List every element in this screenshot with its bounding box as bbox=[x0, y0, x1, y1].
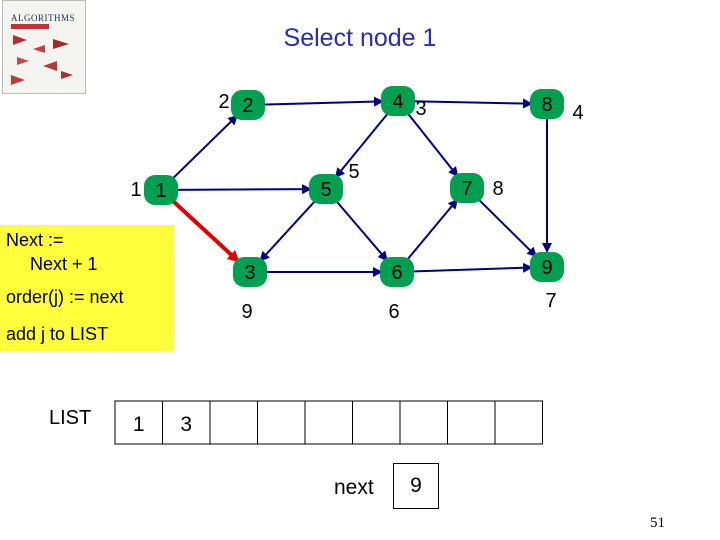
cover-flag-shape bbox=[33, 45, 45, 53]
callout-line-add-to-list: add j to LIST bbox=[6, 324, 109, 344]
edges-layer bbox=[169, 96, 552, 277]
node-1-outside-label: 1 bbox=[130, 179, 141, 201]
node-8-id: 8 bbox=[541, 94, 552, 116]
node-3-id: 3 bbox=[244, 262, 255, 284]
node-4-outside-label: 3 bbox=[415, 98, 426, 120]
cover-flag-shape bbox=[17, 57, 29, 65]
cover-flag-shape bbox=[11, 75, 25, 85]
node-4-id: 4 bbox=[392, 91, 403, 113]
node-9 bbox=[530, 252, 564, 282]
edge-4-8 bbox=[411, 98, 534, 109]
list-cell bbox=[352, 400, 401, 445]
edge-4-5 bbox=[334, 111, 390, 179]
cover-flag-shape bbox=[43, 61, 57, 71]
edge-1-3-highlighted bbox=[169, 198, 240, 263]
node-5-id: 5 bbox=[320, 179, 331, 201]
book-cover-band bbox=[11, 24, 49, 29]
edge-1-2 bbox=[170, 114, 238, 181]
book-cover-title: ALGORITHMS bbox=[11, 13, 76, 23]
edge-2-4 bbox=[261, 96, 385, 107]
list-cell bbox=[162, 400, 211, 445]
node-9-outside-label: 7 bbox=[545, 290, 556, 312]
edge-5-6 bbox=[334, 198, 388, 262]
callout-line-next-increment: Next + 1 bbox=[30, 254, 98, 274]
node-6-outside-label: 6 bbox=[388, 301, 399, 323]
node-2-id: 2 bbox=[242, 95, 253, 117]
node-5 bbox=[309, 174, 343, 204]
next-value-box bbox=[393, 463, 439, 509]
list-cell bbox=[494, 400, 543, 445]
node-6 bbox=[380, 257, 414, 287]
list-label: LIST bbox=[49, 407, 92, 429]
list-cell-value: 3 bbox=[180, 413, 192, 436]
page-number: 51 bbox=[650, 515, 665, 531]
list-cell bbox=[304, 400, 353, 445]
edge-4-7 bbox=[405, 111, 459, 178]
node-4 bbox=[381, 86, 415, 116]
node-1-id: 1 bbox=[155, 180, 166, 202]
edge-7-9 bbox=[476, 197, 538, 258]
list-cell bbox=[447, 400, 496, 445]
node-7 bbox=[450, 173, 484, 203]
cover-flag-shape bbox=[53, 39, 69, 49]
next-label: next bbox=[334, 476, 374, 499]
list-cell-value: 1 bbox=[133, 413, 145, 436]
edge-6-7 bbox=[405, 198, 459, 262]
list-cell bbox=[209, 400, 258, 445]
next-value: 9 bbox=[410, 474, 422, 497]
node-2 bbox=[231, 90, 265, 120]
book-cover-image: ALGORITHMS bbox=[2, 0, 86, 94]
node-7-id: 7 bbox=[461, 178, 472, 200]
node-3-outside-label: 9 bbox=[241, 301, 252, 323]
cover-flag-shape bbox=[13, 35, 27, 45]
node-8-outside-label: 4 bbox=[572, 102, 583, 124]
callout-line-next-assign: Next := bbox=[6, 230, 64, 250]
edge-5-3 bbox=[259, 198, 318, 262]
node-8 bbox=[530, 89, 564, 119]
cover-flag-shape bbox=[61, 71, 73, 79]
node-6-id: 6 bbox=[391, 262, 402, 284]
node-7-outside-label: 8 bbox=[492, 178, 503, 200]
node-2-outside-label: 2 bbox=[218, 91, 229, 113]
edge-6-9 bbox=[410, 262, 534, 273]
node-3 bbox=[233, 257, 267, 287]
list-cell bbox=[399, 400, 448, 445]
slide-title: Select node 1 bbox=[283, 24, 437, 52]
algorithm-step-callout: Next := Next + 1 order(j) := next add j … bbox=[0, 225, 174, 351]
callout-line-order-assign: order(j) := next bbox=[6, 287, 124, 307]
list-cell bbox=[257, 400, 306, 445]
node-5-outside-label: 5 bbox=[348, 161, 359, 183]
node-9-id: 9 bbox=[541, 257, 552, 279]
node-1 bbox=[144, 175, 178, 205]
edge-1-5 bbox=[174, 184, 313, 195]
